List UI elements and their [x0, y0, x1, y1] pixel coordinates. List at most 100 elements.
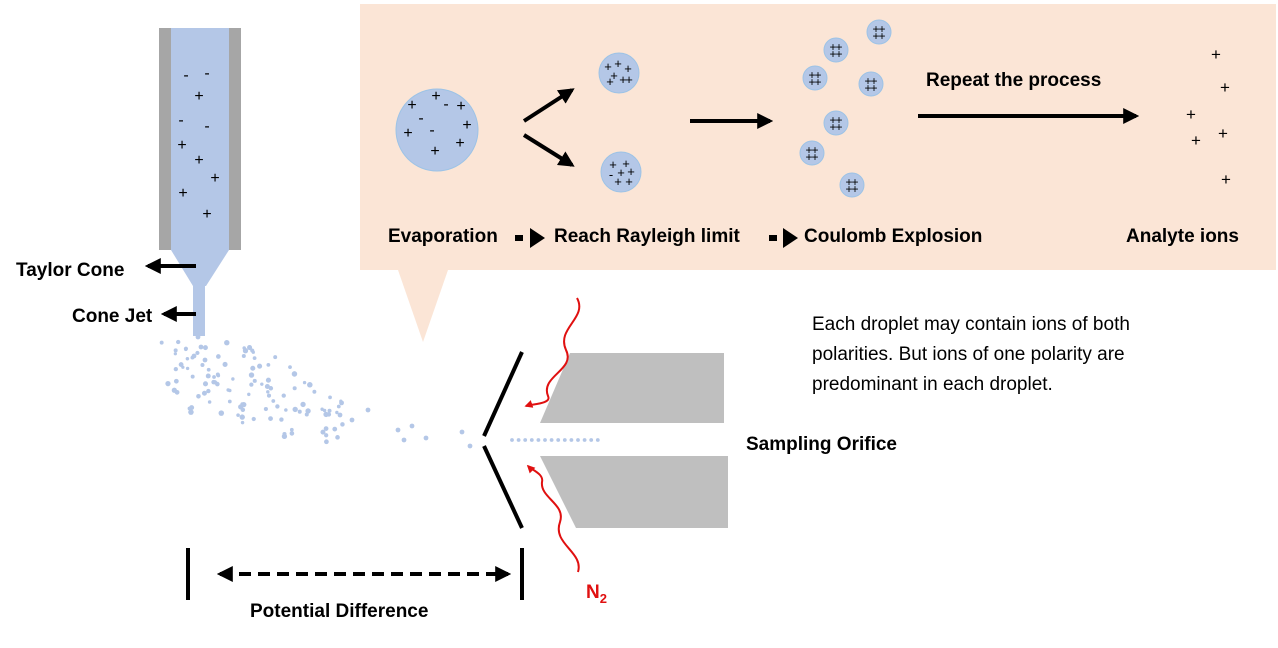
spray-droplet — [218, 410, 225, 416]
spray-droplet — [292, 406, 298, 413]
spray-droplet — [323, 426, 329, 431]
minus-ion: - — [609, 167, 613, 182]
repeat-label: Repeat the process — [926, 70, 1101, 91]
plus-ion: + — [829, 120, 836, 134]
spray-droplet — [173, 366, 178, 372]
step-arrow-2 — [783, 228, 798, 248]
spray-droplet — [190, 374, 195, 379]
jet-droplet — [582, 438, 587, 442]
spray-droplet — [307, 382, 313, 388]
spray-droplet — [202, 357, 208, 363]
spray-droplet — [395, 427, 401, 433]
spray-droplet — [275, 404, 280, 409]
plus-ion: + — [814, 75, 821, 89]
jet-droplet — [523, 438, 528, 442]
plus-ion: + — [177, 137, 186, 154]
jet-droplet — [569, 438, 574, 442]
note-line-2: polarities. But ions of one polarity are — [812, 344, 1125, 365]
spray-droplet — [202, 345, 208, 351]
spray-droplet — [339, 399, 343, 403]
spray-droplet — [249, 382, 254, 387]
spray-droplet — [365, 407, 371, 413]
step-coulomb: Coulomb Explosion — [804, 226, 982, 247]
small-droplet-body — [858, 71, 884, 97]
plus-ion: + — [835, 120, 842, 134]
plus-ion: + — [872, 29, 879, 43]
n2-flow-lower — [526, 464, 580, 573]
spray-droplet — [189, 405, 195, 411]
jet-droplet — [576, 438, 580, 442]
plus-ion: + — [617, 165, 625, 180]
spray-droplet — [332, 426, 338, 432]
cone-jet-shape — [193, 286, 205, 336]
spray-droplet — [176, 339, 181, 345]
spray-droplet — [247, 392, 251, 397]
taylor-cone-label: Taylor Cone — [16, 260, 124, 281]
step-evaporation: Evaporation — [388, 226, 498, 247]
spray-droplet — [216, 354, 221, 359]
plus-ion: + — [456, 98, 465, 115]
plus-ion: + — [606, 74, 614, 89]
capillary: --+--+++++ — [159, 28, 241, 336]
plus-ion: + — [845, 182, 852, 196]
spray-droplet — [291, 371, 298, 377]
spray-droplet — [271, 399, 276, 403]
spray-droplet — [257, 363, 263, 369]
plus-ion: + — [403, 125, 412, 142]
spray-droplet — [240, 420, 245, 425]
jet-droplet — [543, 438, 547, 442]
spray-droplet — [349, 417, 355, 423]
spray-droplet — [260, 382, 264, 386]
capillary-ions: --+--+++++ — [177, 65, 219, 223]
plus-ion: + — [609, 157, 617, 172]
cone-jet-label: Cone Jet — [72, 306, 153, 327]
spray-droplet — [320, 429, 326, 435]
plus-ion: + — [829, 47, 836, 61]
plus-ion: + — [878, 22, 885, 36]
spray-droplet — [312, 389, 317, 394]
plus-ion: + — [870, 81, 877, 95]
spray-droplet — [212, 375, 216, 379]
n2-label: N2 — [586, 582, 607, 606]
jet-droplet — [595, 438, 600, 442]
plus-ion: + — [622, 156, 630, 171]
spray-droplet — [250, 365, 256, 371]
spray-droplet — [241, 401, 247, 408]
plus-ion: + — [864, 74, 871, 88]
small-droplet: ++++ — [858, 71, 884, 97]
small-droplet: ++++ — [866, 19, 892, 45]
process-callout — [360, 4, 1276, 342]
note-line-3: predominant in each droplet. — [812, 374, 1053, 395]
spray-droplet — [215, 372, 220, 377]
spray-droplet — [195, 350, 200, 356]
plus-ion: + — [870, 74, 877, 88]
counter-electrode-upper — [482, 351, 524, 437]
plus-ion: + — [864, 81, 871, 95]
spray-droplet — [202, 381, 209, 387]
polarity-note: Each droplet may contain ions of both po… — [812, 314, 1130, 395]
jet-droplet — [516, 438, 521, 442]
spray-droplet — [250, 348, 255, 353]
spray-droplet — [251, 416, 256, 422]
jet-droplet — [562, 438, 567, 442]
spray-droplet — [324, 439, 329, 445]
plus-ion: + — [614, 174, 622, 189]
spray-droplet — [173, 352, 177, 356]
spray-droplet — [196, 393, 201, 399]
offspring-droplet: +++++++ — [598, 52, 640, 94]
capillary-solution — [171, 28, 229, 250]
spray-droplet — [323, 411, 329, 418]
capillary-wall-left — [159, 28, 171, 250]
jet-droplet — [536, 438, 541, 442]
analyte-ion: + — [1221, 170, 1231, 189]
offspring-droplets: +++++++++-++++ — [598, 52, 642, 193]
small-droplet-body — [866, 19, 892, 45]
analyte-ions: ++++++ — [1186, 45, 1231, 189]
spray-droplet — [327, 408, 332, 413]
callout-pointer — [398, 270, 448, 342]
plus-ion: + — [194, 152, 203, 169]
step-rayleigh: Reach Rayleigh limit — [554, 226, 741, 247]
spray-droplet — [268, 416, 273, 421]
spray-droplet — [191, 353, 197, 359]
spray-droplet — [207, 400, 212, 404]
